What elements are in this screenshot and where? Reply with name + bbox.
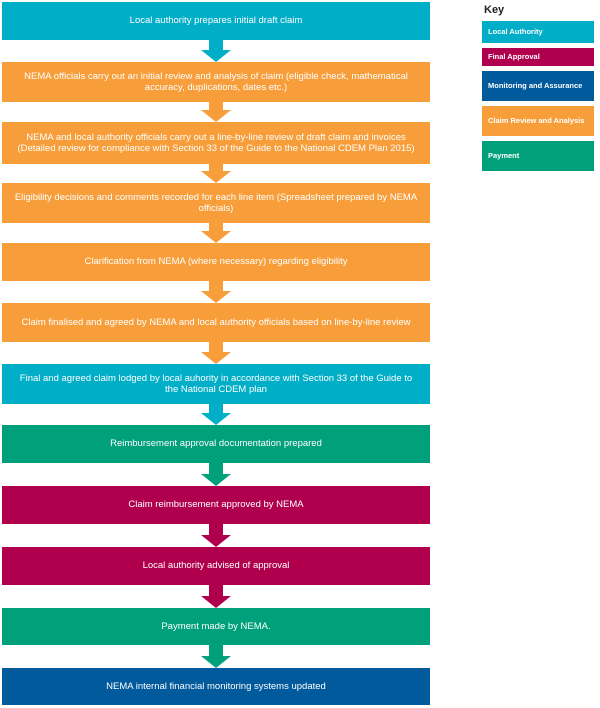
arrow-stem bbox=[209, 164, 223, 173]
flow-step-4: Eligibility decisions and comments recor… bbox=[2, 183, 430, 223]
flow-arrow-10 bbox=[201, 585, 231, 608]
flow-step-5: Clarification from NEMA (where necessary… bbox=[2, 243, 430, 281]
legend-item-local-authority: Local Authority bbox=[482, 21, 594, 43]
arrow-stem bbox=[209, 102, 223, 112]
flow-step-11: Payment made by NEMA. bbox=[2, 608, 430, 645]
flow-arrow-7 bbox=[201, 404, 231, 425]
arrow-down-icon bbox=[201, 474, 231, 486]
flow-arrow-3 bbox=[201, 164, 231, 183]
flow-step-6: Claim finalised and agreed by NEMA and l… bbox=[2, 303, 430, 342]
flow-arrow-4 bbox=[201, 223, 231, 243]
arrow-stem bbox=[209, 342, 223, 354]
legend-item-claim-review-and-analysis: Claim Review and Analysis bbox=[482, 106, 594, 136]
flow-arrow-8 bbox=[201, 463, 231, 486]
arrow-down-icon bbox=[201, 50, 231, 62]
arrow-stem bbox=[209, 404, 223, 415]
arrow-stem bbox=[209, 281, 223, 293]
arrow-stem bbox=[209, 585, 223, 598]
legend-item-label: Monitoring and Assurance bbox=[488, 81, 583, 90]
flow-step-2: NEMA officials carry out an initial revi… bbox=[2, 62, 430, 102]
legend-item-payment: Payment bbox=[482, 141, 594, 171]
legend-item-monitoring-and-assurance: Monitoring and Assurance bbox=[482, 71, 594, 101]
flow-step-12: NEMA internal financial monitoring syste… bbox=[2, 668, 430, 705]
flow-arrow-5 bbox=[201, 281, 231, 303]
flow-arrow-11 bbox=[201, 645, 231, 668]
flow-step-10: Local authority advised of approval bbox=[2, 547, 430, 585]
arrow-down-icon bbox=[201, 231, 231, 243]
arrow-down-icon bbox=[201, 171, 231, 183]
flow-step-8: Reimbursement approval documentation pre… bbox=[2, 425, 430, 463]
flow-step-3: NEMA and local authority officials carry… bbox=[2, 122, 430, 164]
flow-arrow-2 bbox=[201, 102, 231, 122]
arrow-down-icon bbox=[201, 596, 231, 608]
arrow-down-icon bbox=[201, 413, 231, 425]
flow-step-9: Claim reimbursement approved by NEMA bbox=[2, 486, 430, 524]
arrow-down-icon bbox=[201, 352, 231, 364]
flow-arrow-6 bbox=[201, 342, 231, 364]
legend-item-final-approval: Final Approval bbox=[482, 48, 594, 66]
flow-arrow-1 bbox=[201, 40, 231, 62]
flow-arrow-9 bbox=[201, 524, 231, 547]
legend-title: Key bbox=[484, 4, 505, 16]
arrow-down-icon bbox=[201, 535, 231, 547]
legend-item-label: Claim Review and Analysis bbox=[488, 116, 585, 125]
arrow-down-icon bbox=[201, 110, 231, 122]
arrow-stem bbox=[209, 40, 223, 52]
legend-item-label: Final Approval bbox=[488, 52, 540, 61]
legend-item-label: Payment bbox=[488, 151, 520, 160]
arrow-stem bbox=[209, 645, 223, 658]
arrow-down-icon bbox=[201, 656, 231, 668]
legend-item-label: Local Authority bbox=[488, 27, 543, 36]
arrow-stem bbox=[209, 524, 223, 537]
arrow-stem bbox=[209, 463, 223, 476]
flow-step-1: Local authority prepares initial draft c… bbox=[2, 2, 430, 40]
arrow-stem bbox=[209, 223, 223, 233]
flow-step-7: Final and agreed claim lodged by local a… bbox=[2, 364, 430, 404]
arrow-down-icon bbox=[201, 291, 231, 303]
